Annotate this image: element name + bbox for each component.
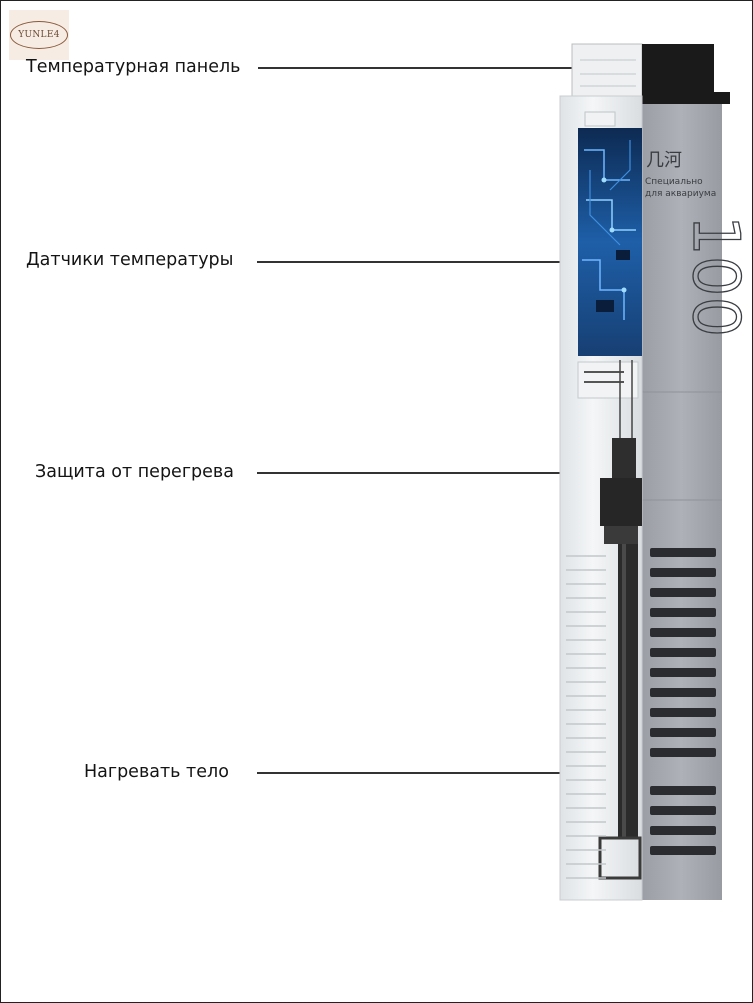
temperature-panel-cap — [571, 43, 730, 104]
logo-emblem: YUNLE4 — [10, 21, 68, 49]
vent-slot-9 — [650, 708, 716, 717]
vent-slot-2 — [650, 568, 716, 577]
callout-temperature-sensors: Датчики температуры — [26, 250, 234, 270]
vent-slot-15 — [650, 846, 716, 855]
callout-line-temperature-sensors — [257, 261, 610, 263]
heating-element-rod — [598, 544, 642, 880]
product-wattage: 100 — [678, 215, 752, 337]
vent-slot-10 — [650, 728, 716, 737]
vent-slot-8 — [650, 688, 716, 697]
callout-line-temperature-panel — [258, 67, 600, 69]
vent-slot-13 — [650, 806, 716, 815]
vent-slot-6 — [650, 648, 716, 657]
callout-line-overheat-protection — [257, 472, 620, 474]
vent-slot-12 — [650, 786, 716, 795]
sensor-connector — [577, 361, 639, 399]
vent-slot-1 — [650, 548, 716, 557]
tube-ribs — [566, 555, 606, 879]
callout-heating-body: Нагревать тело — [84, 762, 229, 782]
vent-slot-3 — [650, 588, 716, 597]
callout-temperature-panel: Температурная панель — [26, 57, 241, 77]
brand-logo: YUNLE4 — [9, 10, 69, 60]
overheat-protection-module — [600, 438, 642, 544]
vent-slot-14 — [650, 826, 716, 835]
temperature-sensor-board — [578, 111, 642, 356]
vent-slot-7 — [650, 668, 716, 677]
vent-slot-4 — [650, 608, 716, 617]
callout-overheat-protection: Защита от перегрева — [35, 462, 234, 482]
vent-slots — [650, 548, 716, 855]
heater-body-shell — [640, 104, 722, 900]
vent-slot-11 — [650, 748, 716, 757]
product-subtitle-line2: для аквариума — [645, 189, 716, 199]
product-brand: 几河 — [646, 150, 682, 171]
vent-slot-5 — [650, 628, 716, 637]
product-subtitle-line1: Специально — [645, 177, 703, 187]
logo-text: YUNLE4 — [18, 30, 60, 40]
callout-line-heating-body — [257, 772, 615, 774]
